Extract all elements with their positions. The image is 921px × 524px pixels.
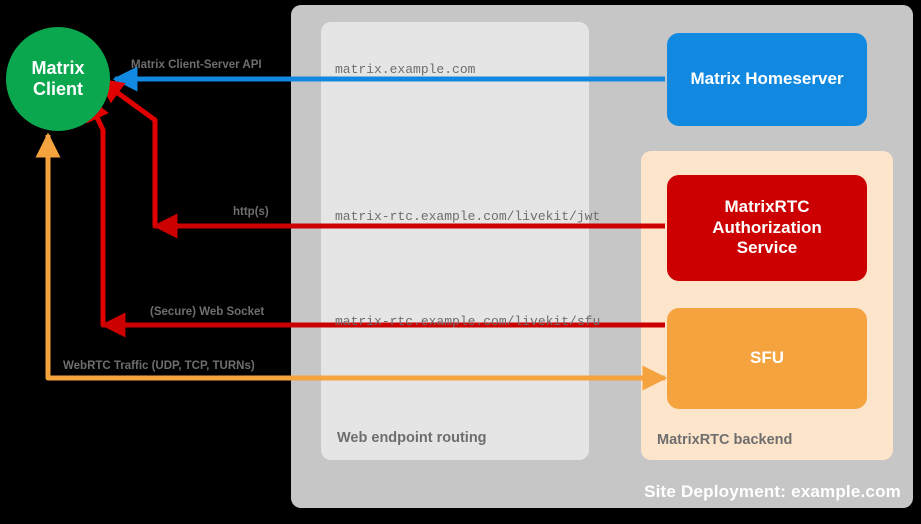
node-sfu[interactable]: SFU bbox=[667, 308, 867, 409]
node-matrixrtc-authorization-service[interactable]: MatrixRTC Authorization Service bbox=[667, 175, 867, 281]
endpoint-label-jwt: matrix-rtc.example.com/livekit/jwt bbox=[335, 209, 601, 224]
endpoint-label-sfu: matrix-rtc.example.com/livekit/sfu bbox=[335, 314, 601, 329]
matrix-client-label-line1: Matrix bbox=[31, 57, 85, 78]
site-deployment-label: Site Deployment: example.com bbox=[644, 482, 901, 501]
web-endpoint-routing-container: Web endpoint routing bbox=[321, 22, 589, 460]
edge-label-webrtc-traffic: WebRTC Traffic (UDP, TCP, TURNs) bbox=[63, 360, 255, 372]
auth-service-label-line1: MatrixRTC bbox=[724, 197, 810, 217]
auth-service-label-line2: Authorization bbox=[712, 217, 822, 237]
matrix-client-label-line2: Client bbox=[32, 79, 83, 99]
web-endpoint-routing-label: Web endpoint routing bbox=[337, 430, 487, 446]
endpoint-label-matrix: matrix.example.com bbox=[335, 62, 476, 77]
auth-service-label-line3: Service bbox=[736, 238, 798, 258]
node-matrix-homeserver[interactable]: Matrix Homeserver bbox=[667, 33, 867, 126]
matrix-homeserver-label: Matrix Homeserver bbox=[690, 69, 844, 89]
edge-label-client-server-api: Matrix Client-Server API bbox=[131, 59, 262, 71]
edge-label-web-socket: (Secure) Web Socket bbox=[150, 306, 265, 318]
sfu-label: SFU bbox=[750, 348, 784, 368]
matrixrtc-backend-label: MatrixRTC backend bbox=[657, 432, 793, 448]
node-matrix-client[interactable]: Matrix Client bbox=[6, 27, 110, 131]
edge-label-http: http(s) bbox=[233, 206, 269, 218]
